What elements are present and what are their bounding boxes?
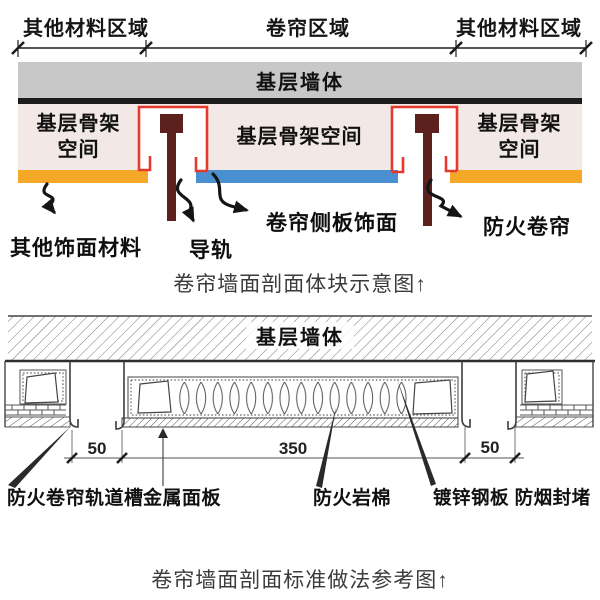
left-rail-head xyxy=(160,114,183,133)
galvanized-seal-label: 镀锌钢板 防烟封堵 xyxy=(433,487,591,508)
side-panel-label: 卷帘侧板饰面 xyxy=(266,212,398,235)
frame-space-right-line2: 空间 xyxy=(498,139,541,161)
left-track-channel xyxy=(69,361,125,430)
metal-leader xyxy=(158,428,168,486)
metal-panel-strip xyxy=(121,417,459,428)
right-finish-assembly xyxy=(515,361,594,428)
bottom-caption: 卷帘墙面剖面标准做法参考图↑ xyxy=(151,569,449,592)
guide-rail-arrow xyxy=(175,178,195,223)
other-finish-bar-right xyxy=(450,170,582,183)
left-finish-assembly xyxy=(4,361,71,428)
left-rail-stem xyxy=(167,133,176,221)
frame-space-left: 基层骨架 空间 xyxy=(18,104,139,170)
rock-wool-hatch xyxy=(176,382,410,414)
side-panel-arrow xyxy=(211,172,249,214)
region-label-center: 卷帘区域 xyxy=(266,18,350,40)
dim-left: 50 xyxy=(88,439,107,458)
top-diagram-overlay xyxy=(11,40,593,226)
bottom-diagram: 基层墙体 xyxy=(4,315,595,509)
right-track-channel xyxy=(461,361,517,430)
frame-space-center: 基层骨架空间 xyxy=(207,104,392,170)
seal-leader xyxy=(397,379,436,486)
dimension-group: 50 350 50 xyxy=(64,427,524,464)
right-rail-stem xyxy=(423,133,432,226)
rock-wool-label: 防火岩棉 xyxy=(313,486,391,509)
frame-space-right-line1: 基层骨架 xyxy=(477,113,562,135)
region-label-left: 其他材料区域 xyxy=(23,18,149,40)
region-label-right: 其他材料区域 xyxy=(456,18,582,40)
left-red-channel xyxy=(137,105,209,173)
frame-space-center-line: 基层骨架空间 xyxy=(236,126,363,148)
other-finish-bar-left xyxy=(18,170,148,183)
fire-curtain-arrow xyxy=(426,178,463,218)
leader-lines xyxy=(8,379,436,488)
base-wall-band: 基层墙体 xyxy=(5,315,595,363)
frame-space-strip xyxy=(18,104,582,170)
metal-panel-label: 金属面板 xyxy=(142,486,222,509)
frame-space-right: 基层骨架 空间 xyxy=(457,104,582,170)
dim-right: 50 xyxy=(481,438,500,457)
smoke-seal-assembly xyxy=(121,376,459,428)
right-steel-plate xyxy=(412,379,453,415)
other-finish-arrow xyxy=(41,182,56,215)
span-dimension-line xyxy=(11,40,593,57)
top-caption: 卷帘墙面剖面体块示意图↑ xyxy=(173,273,427,296)
wall-divider-line xyxy=(18,98,582,104)
wool-leader xyxy=(316,407,336,488)
track-leader xyxy=(8,427,70,488)
frame-space-left-line1: 基层骨架 xyxy=(36,113,121,135)
dim-center: 350 xyxy=(279,439,307,458)
left-steel-plate xyxy=(137,380,172,414)
right-red-channel xyxy=(390,105,459,174)
bottom-wall-label: 基层墙体 xyxy=(256,325,344,349)
other-finish-label: 其他饰面材料 xyxy=(10,237,142,260)
right-rail-head xyxy=(415,114,439,133)
fire-curtain-label: 防火卷帘 xyxy=(483,216,571,239)
curtain-side-panel-bar xyxy=(196,170,398,183)
frame-space-left-line2: 空间 xyxy=(57,139,100,161)
guide-rail-label: 导轨 xyxy=(189,239,233,262)
base-wall-label: 基层墙体 xyxy=(256,71,344,94)
base-wall-bar: 基层墙体 xyxy=(18,62,582,98)
track-channel-label: 防火卷帘轨道槽 xyxy=(7,486,144,509)
